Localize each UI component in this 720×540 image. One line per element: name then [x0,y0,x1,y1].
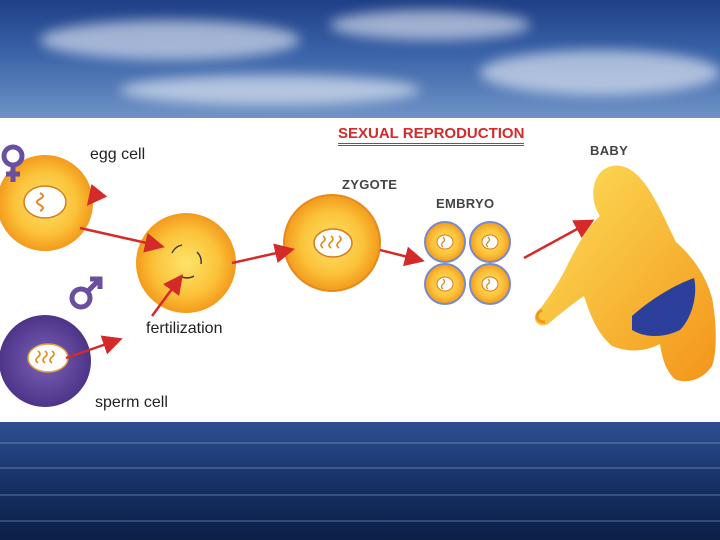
male-symbol-icon [69,276,103,310]
process-arrows [65,184,595,360]
sky-background [0,0,720,118]
zygote-label: ZYGOTE [342,177,398,192]
arrow-fertilization-label [150,273,183,317]
arrow-fertilization-to-zygote [231,243,295,265]
arrow-zygote-to-embryo [379,246,425,267]
embryo-cell [424,221,466,263]
female-symbol-icon [1,144,25,182]
zygote-cell [283,194,381,292]
reproduction-diagram [0,144,716,407]
sea-background [0,422,720,540]
diagram-title: SEXUAL REPRODUCTION [338,125,525,146]
arrow-embryo-to-baby [523,219,595,260]
fertilization-label: fertilization [146,320,223,337]
arrow-egg-to-fertilization [79,226,165,253]
embryo-label: EMBRYO [436,196,495,211]
egg-cell [0,155,93,251]
baby-silhouette [534,165,716,382]
embryo-cells [424,221,511,305]
embryo-cell [424,263,466,305]
embryo-cell [469,221,511,263]
sperm-cell [0,315,91,407]
egg-cell-label: egg cell [90,146,146,163]
embryo-cell [469,263,511,305]
baby-label: BABY [590,143,629,158]
sperm-cell-label: sperm cell [95,394,168,411]
arrow-sperm-to-fertilization [65,335,123,360]
arrow-egg-label [86,184,108,206]
fertilization-cell [136,213,236,313]
diagram-panel: SEXUAL REPRODUCTION egg cell sperm cell … [0,118,720,422]
